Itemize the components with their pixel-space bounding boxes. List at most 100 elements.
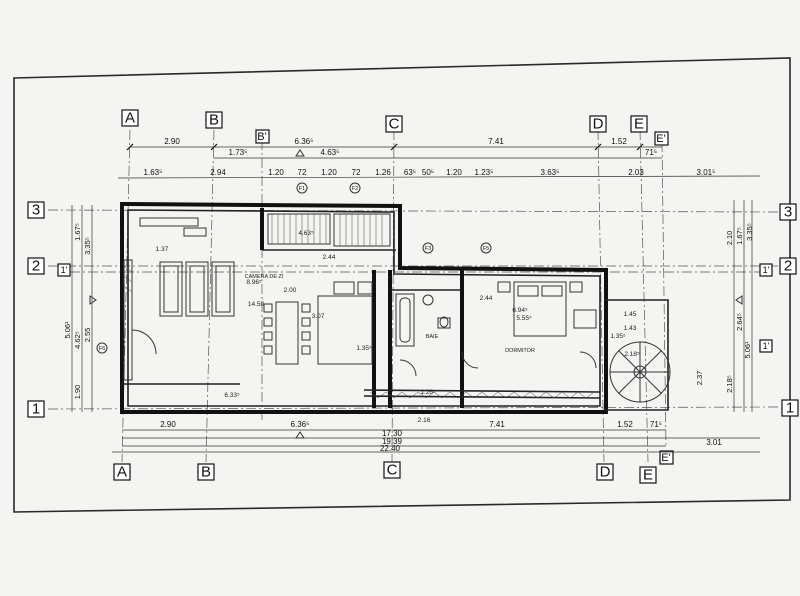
svg-text:71⁵: 71⁵ (650, 420, 662, 429)
svg-text:1: 1 (32, 401, 40, 418)
svg-text:F5: F5 (483, 246, 489, 252)
svg-text:2.37: 2.37 (695, 371, 704, 386)
section-markers (89, 149, 743, 439)
svg-text:2.10: 2.10 (725, 231, 734, 246)
svg-text:B: B (201, 464, 211, 481)
svg-text:B': B' (257, 131, 266, 143)
svg-text:1.20: 1.20 (268, 168, 284, 177)
room-labels: CAMERA DE ZI DORMITOR BAIE (245, 274, 535, 354)
svg-text:D: D (600, 464, 611, 481)
svg-text:1': 1' (61, 265, 68, 275)
svg-text:1.90: 1.90 (73, 385, 82, 400)
svg-text:2.03: 2.03 (628, 168, 644, 177)
svg-text:2.90: 2.90 (160, 420, 176, 429)
svg-text:1.26⁵: 1.26⁵ (420, 389, 436, 396)
svg-text:2.55: 2.55 (83, 328, 92, 343)
grid-markers: A B B' C D E E' A B C D E E' 3 2 1' 1 3 … (27, 109, 799, 484)
furniture (131, 217, 671, 403)
grid-marker-1prime-left: 1' (57, 263, 71, 277)
svg-text:1.43: 1.43 (624, 325, 637, 332)
svg-text:2: 2 (784, 258, 792, 275)
grid-marker-1prime2-right: 1' (759, 339, 773, 353)
grid-marker-2-left: 2 (27, 257, 45, 275)
svg-text:D: D (593, 116, 604, 133)
svg-text:1.52: 1.52 (617, 420, 633, 429)
svg-text:A: A (117, 464, 127, 481)
grid-marker-e-bottom: E (639, 466, 657, 484)
svg-text:DORMITOR: DORMITOR (505, 348, 535, 354)
svg-text:5.06¹: 5.06¹ (63, 321, 72, 339)
grid-marker-c-bottom: C (383, 461, 401, 479)
sheet-frame (13, 57, 791, 513)
svg-text:5.55⁵: 5.55⁵ (516, 315, 532, 322)
svg-text:1.45: 1.45 (624, 311, 637, 318)
svg-text:6.33⁵: 6.33⁵ (224, 392, 240, 399)
svg-text:6.94⁵: 6.94⁵ (512, 307, 528, 314)
svg-text:2.00: 2.00 (284, 287, 297, 294)
grid-marker-e1-bottom: E' (659, 450, 674, 465)
svg-text:B: B (209, 112, 219, 129)
building-walls (120, 201, 669, 414)
grid-marker-1-right: 1 (781, 399, 799, 417)
svg-text:2: 2 (32, 258, 40, 275)
svg-text:2.90: 2.90 (164, 137, 180, 146)
left-dimension-chains: 5.06¹ 4.62⁵ 2.55 1.90 3.35⁵ 1.67⁵ (63, 205, 93, 412)
window-tags: F1 F2 F3 F5 F6 (96, 182, 492, 354)
svg-text:19.39: 19.39 (382, 437, 403, 446)
svg-text:8.96⁵: 8.96⁵ (246, 279, 262, 286)
svg-text:E: E (643, 467, 653, 484)
svg-text:C: C (387, 462, 398, 479)
svg-text:1.73⁵: 1.73⁵ (229, 148, 248, 157)
interior-dimensions: 8.96⁵ 14.50 6.33⁵ 4.63⁵ 2.44 2.44 6.94⁵ … (156, 230, 640, 424)
svg-text:CAMERA DE ZI: CAMERA DE ZI (245, 274, 284, 280)
svg-text:50⁵: 50⁵ (422, 168, 434, 177)
grid-marker-d-top: D (589, 115, 607, 133)
svg-text:7.41: 7.41 (489, 420, 505, 429)
svg-text:1.67⁵: 1.67⁵ (735, 227, 744, 245)
svg-text:3: 3 (784, 204, 792, 221)
svg-text:72: 72 (352, 168, 361, 177)
svg-text:2.18⁵: 2.18⁵ (624, 351, 640, 358)
svg-text:2.44: 2.44 (323, 254, 336, 261)
svg-text:F3: F3 (425, 246, 431, 252)
svg-text:BAIE: BAIE (426, 334, 439, 340)
svg-text:E: E (634, 116, 644, 133)
svg-text:1.52: 1.52 (611, 137, 627, 146)
svg-text:3.01⁵: 3.01⁵ (697, 168, 716, 177)
svg-text:1.20: 1.20 (446, 168, 462, 177)
grid-marker-1prime-right: 1' (759, 263, 773, 277)
svg-text:1.26: 1.26 (375, 168, 391, 177)
svg-text:C: C (389, 116, 400, 133)
svg-text:3.63⁵: 3.63⁵ (541, 168, 560, 177)
svg-text:1.20: 1.20 (321, 168, 337, 177)
svg-text:1.37: 1.37 (156, 246, 169, 253)
svg-text:3.35⁵: 3.35⁵ (83, 237, 92, 255)
svg-text:F6: F6 (99, 346, 105, 352)
svg-text:1': 1' (763, 341, 770, 351)
svg-text:E': E' (661, 452, 670, 464)
svg-text:3.07: 3.07 (312, 313, 325, 320)
svg-text:2.16: 2.16 (418, 417, 431, 424)
svg-text:6.36⁵: 6.36⁵ (295, 137, 314, 146)
svg-text:63⁵: 63⁵ (404, 168, 416, 177)
svg-text:1.35⁵: 1.35⁵ (610, 333, 626, 340)
svg-text:1': 1' (763, 265, 770, 275)
svg-text:71⁵: 71⁵ (645, 148, 657, 157)
grid-marker-a-top: A (121, 109, 139, 127)
svg-text:1.67⁵: 1.67⁵ (73, 223, 82, 241)
grid-marker-d-bottom: D (596, 463, 614, 481)
svg-text:4.63⁵: 4.63⁵ (298, 230, 314, 237)
svg-text:1.23⁵: 1.23⁵ (475, 168, 494, 177)
svg-text:3: 3 (32, 202, 40, 219)
svg-text:2.94: 2.94 (210, 168, 226, 177)
svg-text:14.50: 14.50 (248, 301, 265, 308)
svg-text:4.62⁵: 4.62⁵ (73, 331, 82, 349)
grid-marker-2-right: 2 (779, 257, 797, 275)
svg-text:7.41: 7.41 (488, 137, 504, 146)
grid-marker-3-right: 3 (779, 203, 797, 221)
grid-marker-b-bottom: B (197, 463, 215, 481)
grid-marker-e1-top: E' (654, 131, 669, 146)
grid-marker-b-top: B (205, 111, 223, 129)
svg-text:72: 72 (298, 168, 307, 177)
svg-text:6.36⁵: 6.36⁵ (291, 420, 310, 429)
